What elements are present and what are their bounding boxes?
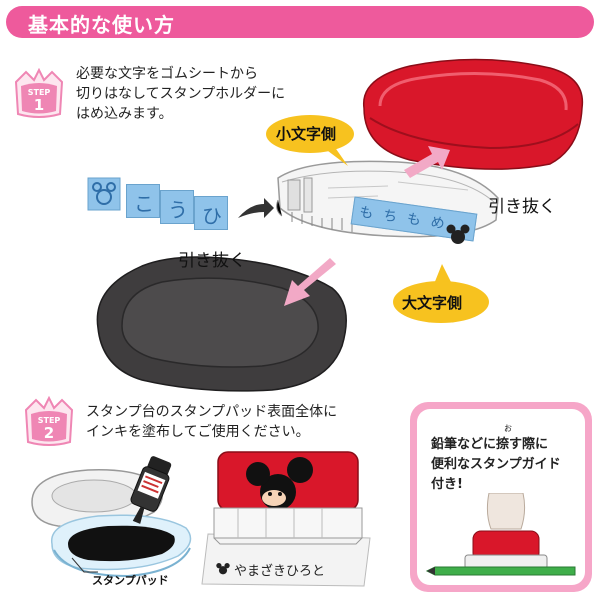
guide-line-3: 付き! — [431, 477, 463, 492]
guide-illustration — [425, 493, 576, 576]
label-stamp-pad: スタンプパッド — [92, 574, 169, 587]
arrow-down-left-icon — [284, 258, 336, 306]
step1-badge-word: STEP — [28, 88, 51, 97]
mickey-icon — [446, 224, 470, 244]
crown-icon: STEP 1 — [14, 67, 64, 118]
inserted-char-4: め — [429, 214, 446, 233]
guide-line-2: 便利なスタンプガイド — [431, 457, 561, 472]
dark-cap — [96, 256, 347, 392]
bubble-small-side — [266, 115, 354, 166]
guide-ruby: お — [504, 424, 512, 433]
arrow-right-icon — [238, 198, 274, 218]
header-bar — [6, 6, 594, 38]
guide-line-1: 鉛筆などに捺す際に — [431, 437, 549, 452]
loose-char-2: う — [168, 198, 188, 222]
loose-stamp-mickey — [87, 177, 121, 211]
sample-name: やまざきひろと — [234, 564, 326, 579]
loose-char-3: ひ — [202, 204, 222, 228]
header: 基本的な使い方 — [0, 0, 600, 44]
loose-stamp-1: こ — [126, 184, 160, 218]
step2-badge-word: STEP — [38, 416, 61, 425]
step2-line-1: スタンプ台のスタンプパッド表面全体に — [86, 404, 338, 420]
label-large-side: 大文字側 — [402, 294, 463, 312]
ink-bottle-icon — [130, 456, 172, 524]
red-cap — [363, 58, 584, 170]
step1-badge: STEP 1 — [12, 67, 66, 120]
arrow-up-right-icon — [404, 146, 450, 178]
step2-badge-number: 2 — [44, 424, 54, 442]
step2-line-2: インキを塗布してご使用ください。 — [86, 424, 310, 440]
step1-line-2: 切りはなしてスタンプホルダーに — [76, 86, 286, 102]
stamp-pad-icon — [31, 469, 192, 578]
leader-line-icon — [71, 557, 98, 573]
label-pull-out-left: 引き抜く — [178, 251, 246, 271]
inserted-char-3: も — [405, 211, 422, 229]
inserted-char-1: も — [358, 204, 375, 223]
step2-badge: STEP 2 — [22, 395, 76, 448]
guide-box: お 鉛筆などに捺す際に 便利なスタンプガイド 付き! — [410, 402, 592, 592]
step2-text: スタンプ台のスタンプパッド表面全体に インキを塗布してご使用ください。 — [86, 402, 337, 442]
crown-icon: STEP 2 — [24, 395, 74, 446]
inserted-char-2: ち — [382, 207, 399, 226]
loose-stamp-2: う — [160, 190, 194, 224]
label-small-side: 小文字側 — [276, 125, 337, 143]
step1-badge-number: 1 — [34, 96, 44, 114]
guide-text: 鉛筆などに捺す際に 便利なスタンプガイド 付き! — [431, 435, 561, 495]
guide-inner: お 鉛筆などに捺す際に 便利なスタンプガイド 付き! — [417, 409, 585, 585]
step1-line-3: はめ込みます。 — [76, 106, 173, 122]
pencil-icon — [425, 566, 576, 576]
page-title: 基本的な使い方 — [28, 13, 175, 37]
step1-text: 必要な文字をゴムシートから 切りはなしてスタンプホルダーに はめ込みます。 — [76, 64, 285, 124]
loose-char-1: こ — [134, 192, 154, 216]
sample-stamp — [201, 451, 371, 587]
step1-line-1: 必要な文字をゴムシートから — [76, 66, 258, 82]
mickey-icon — [216, 562, 230, 575]
label-pull-out-right: 引き抜く — [488, 197, 556, 217]
bubble-large-side — [393, 264, 489, 323]
loose-stamp-3: ひ — [194, 196, 228, 230]
